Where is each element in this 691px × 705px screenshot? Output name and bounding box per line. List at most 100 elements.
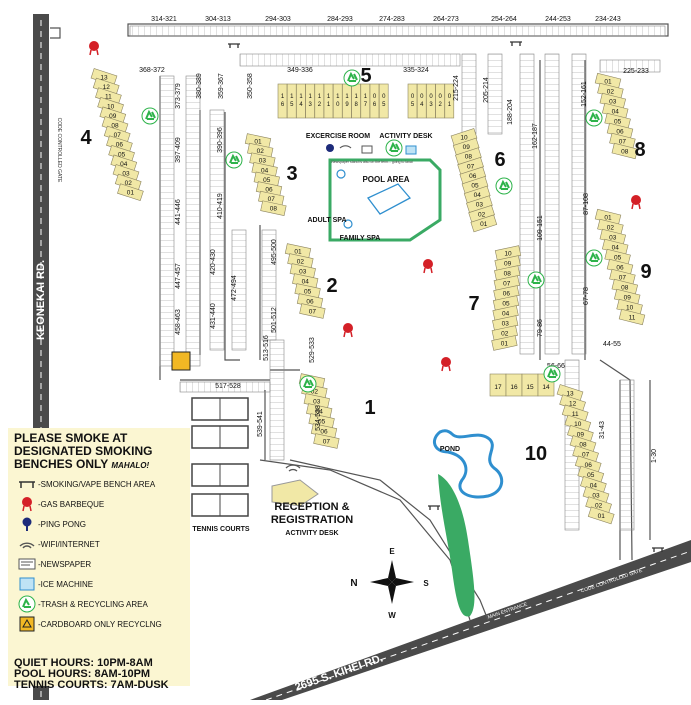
unit (277, 83, 288, 119)
mahalo-text: MAHALO! (111, 461, 150, 470)
unit-number: 08 (504, 271, 512, 278)
unit-number: 1 (290, 94, 294, 100)
unit-number: 09 (504, 261, 512, 268)
cardboard-icon (16, 615, 38, 633)
parking-range: 234-243 (595, 16, 621, 23)
unit-number: 05 (318, 419, 326, 426)
parking-range: 87-108 (583, 193, 590, 215)
unit-number: 3 (309, 102, 313, 108)
unit-number: 6 (373, 102, 377, 108)
unit-number: 16 (510, 384, 518, 391)
reception-label-1: RECEPTION & (274, 501, 349, 513)
unit-number: 1 (299, 94, 303, 100)
parking-range: 188-204 (507, 99, 514, 125)
parking-range: 152-161 (581, 81, 588, 107)
unit-number: 1 (364, 94, 368, 100)
unit-number: 02 (607, 89, 615, 96)
unit-number: 02 (595, 503, 603, 510)
legend-item-label: -CARDBOARD ONLY RECYCLNG (38, 619, 162, 629)
unit (444, 83, 455, 119)
legend-item: -CARDBOARD ONLY RECYCLNG (16, 614, 190, 634)
unit (407, 83, 418, 119)
building-number-9: 9 (640, 261, 651, 283)
ping-pong-icon (326, 144, 334, 152)
unit-number: 06 (306, 299, 314, 306)
unit-number: 12 (103, 84, 111, 91)
unit-number: 08 (579, 442, 587, 449)
unit-number: 08 (621, 285, 629, 292)
ice-icon (405, 145, 417, 155)
parking-range: 350-358 (247, 73, 254, 99)
unit-number: 13 (566, 391, 574, 398)
newspaper-icon (16, 555, 38, 573)
bench-icon (510, 41, 522, 46)
unit-number: 05 (118, 151, 126, 158)
reception-label-2: REGISTRATION (271, 514, 353, 526)
unit-number: 08 (270, 206, 278, 213)
unit-number: 1 (309, 94, 313, 100)
parking-range: 244-253 (545, 16, 571, 23)
reception: RECEPTION & REGISTRATION ACTIVITY DESK (271, 479, 353, 537)
recycle-icon (585, 109, 603, 127)
legend-item: -ICE MACHINE (16, 574, 190, 594)
unit-number: 02 (607, 225, 615, 232)
unit-number: 01 (501, 341, 509, 348)
unit-number: 06 (616, 129, 624, 136)
legend-item-label: -ICE MACHINE (38, 579, 94, 589)
parking-range: 254-264 (491, 16, 517, 23)
parking-range: 441-446 (175, 199, 182, 225)
parking-range: 472-494 (231, 275, 238, 301)
unit-number: 08 (111, 123, 119, 130)
unit-number: 03 (122, 171, 130, 178)
unit-number: 04 (120, 161, 128, 168)
legend-item-label: -PING PONG (38, 519, 87, 529)
compass-n: N (350, 578, 357, 589)
unit-number: 7 (364, 102, 368, 108)
unit-number: 17 (494, 384, 502, 391)
building-number-5: 5 (360, 65, 371, 87)
gate-label-left: CODE CONTROLLED GATE (56, 118, 62, 183)
tennis-courts-label: TENNIS COURTS (192, 526, 250, 533)
pool-area: POOL AREA ADULT SPA FAMILY SPA (307, 158, 442, 242)
legend-item: -TRASH & RECYCLING AREA (16, 594, 190, 614)
parking-range: 458-463 (175, 309, 182, 335)
unit (260, 200, 287, 216)
unit-number: 8 (355, 102, 359, 108)
unit-number: 05 (471, 183, 479, 190)
unit-number: 9 (345, 102, 349, 108)
unit-number: 04 (612, 245, 620, 252)
parking-range: 397-409 (175, 137, 182, 163)
bench-icon (652, 547, 664, 552)
unit-number: 04 (316, 409, 324, 416)
bbq-icon (440, 356, 452, 372)
legend-item: -SMOKING/VAPE BENCH AREA (16, 474, 190, 494)
unit-number: 06 (469, 173, 477, 180)
unit-number: 4 (299, 102, 303, 108)
unit-number: 08 (621, 149, 629, 156)
unit (611, 142, 639, 160)
recycle-icon (141, 107, 159, 125)
adult-spa-label: ADULT SPA (307, 217, 346, 224)
unit-number: 0 (336, 102, 340, 108)
pond: POND (432, 429, 504, 499)
unit-number: 10 (107, 103, 115, 110)
unit (378, 83, 389, 119)
unit-number: 0 (382, 94, 386, 100)
legend-item-label: -TRASH & RECYCLING AREA (38, 599, 148, 609)
parking-range: 31-43 (599, 421, 606, 439)
activity-desk-label: ACTIVITY DESK (379, 133, 432, 140)
unit-number: 10 (574, 421, 582, 428)
building-number-6: 6 (494, 149, 505, 171)
recycle-icon (343, 69, 361, 87)
unit-number: 09 (577, 431, 585, 438)
parking-range: 44-55 (603, 341, 621, 348)
unit-number: 03 (259, 158, 267, 165)
unit (587, 506, 615, 525)
parking-range: 495-500 (271, 239, 278, 265)
unit-number: 03 (609, 235, 617, 242)
parking-range: 215-224 (453, 75, 460, 101)
